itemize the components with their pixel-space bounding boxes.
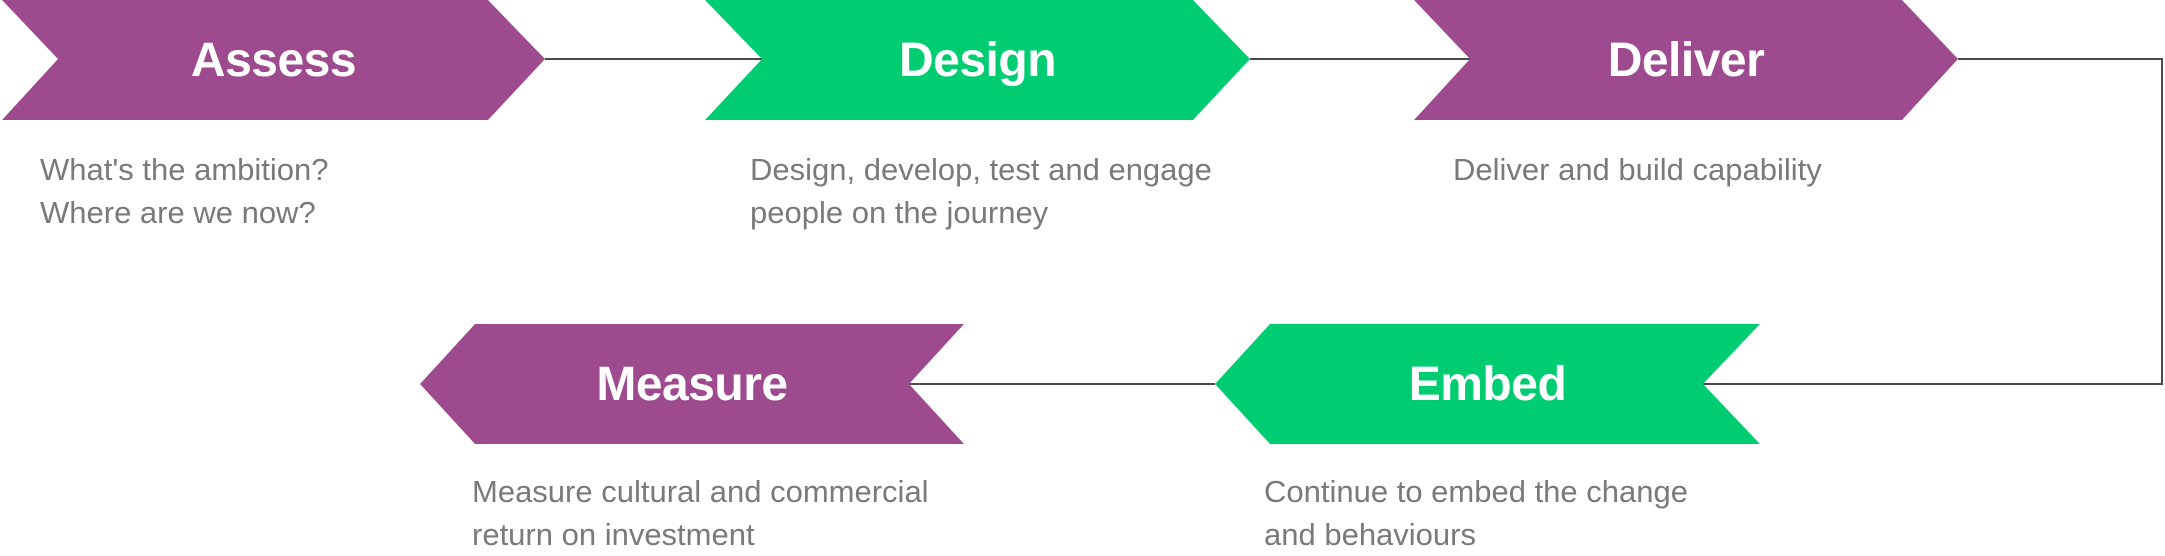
description-line: What's the ambition?: [40, 152, 329, 187]
description-line: Measure cultural and commercial: [472, 474, 929, 509]
step-design-description: Design, develop, test and engage people …: [750, 148, 1212, 234]
step-measure-label: Measure: [596, 357, 788, 411]
step-measure-description: Measure cultural and commercial return o…: [472, 470, 929, 556]
step-deliver-description: Deliver and build capability: [1453, 148, 1822, 191]
step-embed-description: Continue to embed the change and behavio…: [1264, 470, 1688, 556]
step-assess-chevron: [2, 0, 545, 120]
step-deliver-chevron: [1414, 0, 1958, 120]
step-assess-label: Assess: [190, 33, 357, 87]
step-design-label: Design: [898, 33, 1057, 87]
step-assess-description: What's the ambition? Where are we now?: [40, 148, 329, 234]
step-deliver-label: Deliver: [1607, 33, 1765, 87]
description-line: people on the journey: [750, 195, 1049, 230]
description-line: and behaviours: [1264, 517, 1476, 552]
description-line: Deliver and build capability: [1453, 152, 1822, 187]
step-embed-label: Embed: [1408, 357, 1567, 411]
step-embed-chevron: [1215, 324, 1760, 444]
step-design-chevron: [705, 0, 1250, 120]
description-line: Continue to embed the change: [1264, 474, 1688, 509]
description-line: Design, develop, test and engage: [750, 152, 1212, 187]
step-measure-chevron: [420, 324, 964, 444]
description-line: return on investment: [472, 517, 755, 552]
connector-deliver-embed: [1703, 58, 2163, 385]
description-line: Where are we now?: [40, 195, 316, 230]
